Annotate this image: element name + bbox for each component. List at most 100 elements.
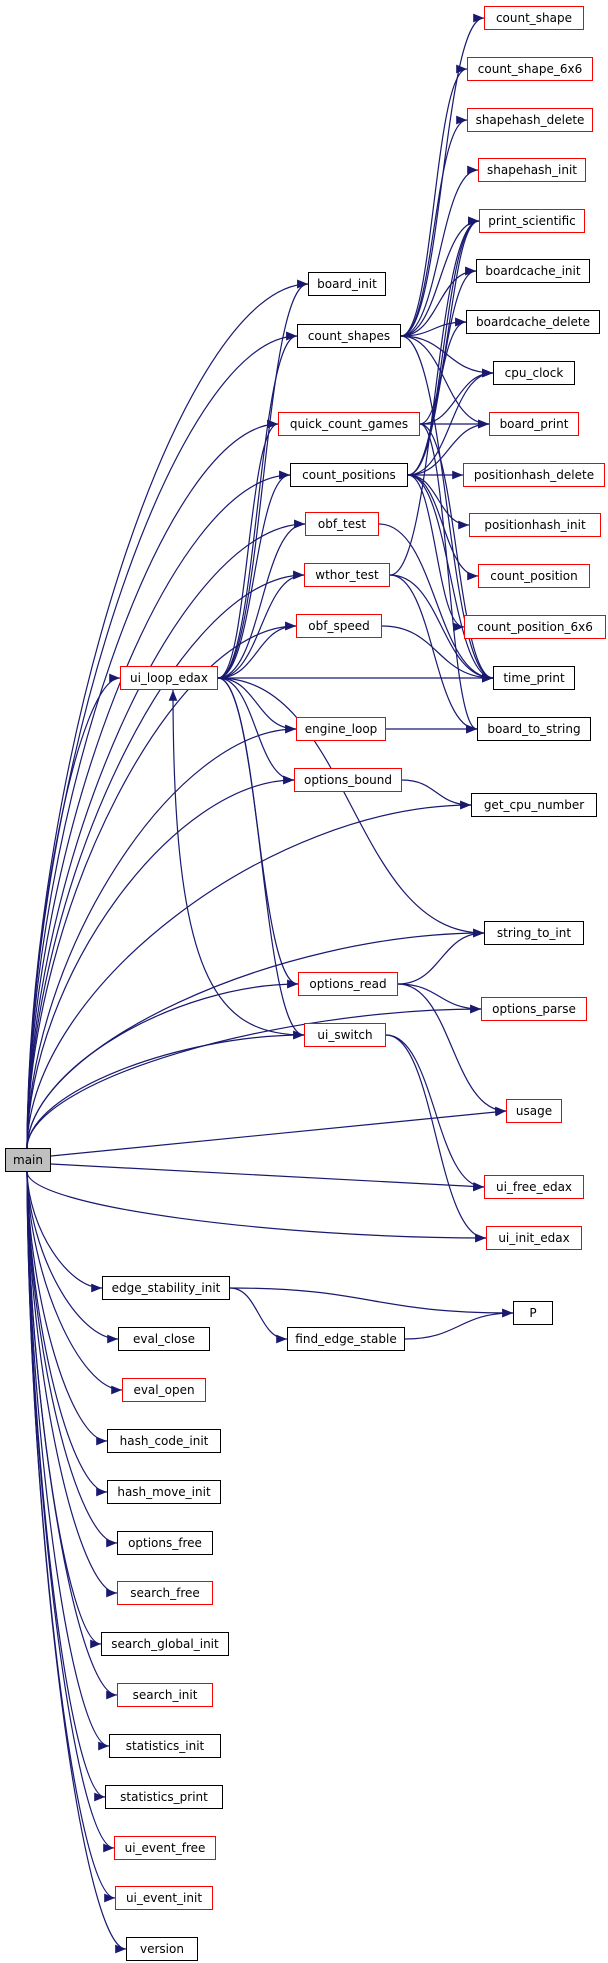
edge-count_shapes-to-print_scientific: [400, 216, 480, 337]
node-count-positions[interactable]: count_positions: [290, 463, 408, 487]
edge-main-to-options_parse: [26, 1004, 482, 1149]
node-obf-test[interactable]: obf_test: [305, 512, 379, 536]
node-search-global-init[interactable]: search_global_init: [101, 1632, 229, 1656]
edge-main-to-eval_close: [26, 1171, 119, 1344]
node-boardcache-delete[interactable]: boardcache_delete: [466, 310, 600, 334]
node-statistics-init[interactable]: statistics_init: [109, 1734, 221, 1758]
node-obf-speed[interactable]: obf_speed: [296, 614, 382, 638]
edge-ui_switch-to-ui_loop_edax: [168, 689, 305, 1036]
edge-main-to-usage: [50, 1107, 507, 1157]
edge-main-to-board_init: [26, 279, 309, 1149]
edge-count_shapes-to-time_print: [400, 335, 494, 683]
node-ui-event-free[interactable]: ui_event_free: [114, 1836, 216, 1860]
edge-main-to-edge_stability_init: [26, 1171, 103, 1293]
node-hash-move-init[interactable]: hash_move_init: [107, 1480, 221, 1504]
edge-quick_count_games-to-time_print: [419, 423, 494, 683]
edge-count_positions-to-board_print: [407, 419, 490, 476]
node-wthor-test[interactable]: wthor_test: [304, 563, 390, 587]
node-usage[interactable]: usage: [506, 1099, 562, 1123]
node-main[interactable]: main: [5, 1148, 51, 1172]
edge-main-to-options_bound: [26, 775, 295, 1149]
edge-main-to-hash_code_init: [26, 1171, 108, 1446]
edge-count_shapes-to-board_print: [400, 335, 490, 429]
node-search-init[interactable]: search_init: [117, 1683, 213, 1707]
node-ui-loop-edax[interactable]: ui_loop_edax: [120, 666, 218, 690]
edge-count_shapes-to-count_shape_6x6: [400, 64, 468, 337]
node-count-shapes[interactable]: count_shapes: [297, 324, 401, 348]
edge-ui_loop_edax-to-ui_switch: [217, 677, 305, 1040]
node-board-to-string[interactable]: board_to_string: [477, 717, 591, 741]
node-find-edge-stable[interactable]: find_edge_stable: [287, 1327, 405, 1351]
edge-ui_loop_edax-to-count_positions: [217, 470, 291, 679]
edge-wthor_test-to-time_print: [389, 574, 494, 683]
edge-count_shapes-to-shapehash_init: [400, 165, 479, 337]
node-quick-count-games[interactable]: quick_count_games: [278, 412, 420, 436]
node-options-free[interactable]: options_free: [117, 1531, 213, 1555]
node-options-bound[interactable]: options_bound: [294, 768, 402, 792]
edge-main-to-get_cpu_number: [26, 800, 472, 1149]
node-edge-stability-init[interactable]: edge_stability_init: [102, 1276, 230, 1300]
node-count-shape-6x6[interactable]: count_shape_6x6: [467, 57, 593, 81]
edge-main-to-ui_loop_edax: [26, 673, 121, 1149]
node-positionhash-delete[interactable]: positionhash_delete: [463, 463, 605, 487]
node-boardcache-init[interactable]: boardcache_init: [476, 259, 590, 283]
node-engine-loop[interactable]: engine_loop: [296, 717, 386, 741]
edge-count_positions-to-cpu_clock: [407, 368, 494, 476]
edge-main-to-ui_switch: [26, 1030, 305, 1149]
edge-main-to-options_read: [26, 979, 299, 1149]
node-ui-free-edax[interactable]: ui_free_edax: [484, 1175, 584, 1199]
node-shapehash-init[interactable]: shapehash_init: [478, 158, 586, 182]
edge-ui_loop_edax-to-obf_test: [217, 519, 306, 679]
edge-ui_loop_edax-to-obf_speed: [217, 621, 297, 679]
node-options-parse[interactable]: options_parse: [481, 997, 587, 1021]
edge-main-to-string_to_int: [26, 928, 485, 1149]
node-count-shape[interactable]: count_shape: [484, 6, 584, 30]
node-print-scientific[interactable]: print_scientific: [479, 209, 585, 233]
node-count-position[interactable]: count_position: [478, 564, 590, 588]
edge-ui_loop_edax-to-options_bound: [217, 677, 295, 785]
node-count-position-6x6[interactable]: count_position_6x6: [464, 615, 606, 639]
node-eval-close[interactable]: eval_close: [118, 1327, 210, 1351]
edge-main-to-options_free: [26, 1171, 118, 1548]
edge-quick_count_games-to-board_to_string: [419, 423, 478, 734]
edge-quick_count_games-to-print_scientific: [419, 216, 480, 425]
edge-edge_stability_init-to-P: [229, 1287, 514, 1318]
edge-count_shapes-to-cpu_clock: [400, 335, 494, 378]
node-time-print[interactable]: time_print: [493, 666, 575, 690]
node-ui-switch[interactable]: ui_switch: [304, 1023, 386, 1047]
edge-main-to-engine_loop: [26, 724, 297, 1149]
edge-main-to-ui_init_edax: [26, 1171, 487, 1243]
node-statistics-print[interactable]: statistics_print: [105, 1785, 223, 1809]
node-cpu-clock[interactable]: cpu_clock: [493, 361, 575, 385]
node-string-to-int[interactable]: string_to_int: [484, 921, 584, 945]
edge-main-to-version: [26, 1171, 127, 1954]
node-get-cpu-number[interactable]: get_cpu_number: [471, 793, 597, 817]
edge-main-to-wthor_test: [26, 570, 305, 1149]
edge-options_read-to-string_to_int: [397, 928, 485, 985]
edge-count_positions-to-boardcache_delete: [407, 317, 467, 476]
node-version[interactable]: version: [126, 1937, 198, 1961]
edge-count_shapes-to-boardcache_init: [400, 266, 477, 337]
node-search-free[interactable]: search_free: [117, 1581, 213, 1605]
edge-ui_loop_edax-to-board_init: [217, 279, 309, 679]
node-ui-init-edax[interactable]: ui_init_edax: [486, 1226, 582, 1250]
edge-edge_stability_init-to-find_edge_stable: [229, 1287, 288, 1344]
edge-main-to-count_positions: [26, 470, 291, 1149]
node-positionhash-init[interactable]: positionhash_init: [469, 513, 601, 537]
edge-find_edge_stable-to-P: [404, 1308, 514, 1340]
node-options-read[interactable]: options_read: [298, 972, 398, 996]
node-eval-open[interactable]: eval_open: [122, 1378, 206, 1402]
node-board-init[interactable]: board_init: [308, 272, 386, 296]
edge-ui_loop_edax-to-wthor_test: [217, 570, 305, 679]
node-shapehash-delete[interactable]: shapehash_delete: [467, 108, 593, 132]
node-board-print[interactable]: board_print: [489, 412, 579, 436]
node-ui-event-init[interactable]: ui_event_init: [115, 1886, 213, 1910]
edge-ui_switch-to-ui_free_edax: [385, 1034, 485, 1192]
node-hash-code-init[interactable]: hash_code_init: [107, 1429, 221, 1453]
edge-ui_loop_edax-to-string_to_int: [217, 677, 485, 938]
edge-obf_speed-to-time_print: [381, 625, 494, 683]
edge-options_read-to-options_parse: [397, 983, 482, 1014]
edge-wthor_test-to-print_scientific: [389, 216, 480, 576]
node-p[interactable]: P: [513, 1301, 553, 1325]
